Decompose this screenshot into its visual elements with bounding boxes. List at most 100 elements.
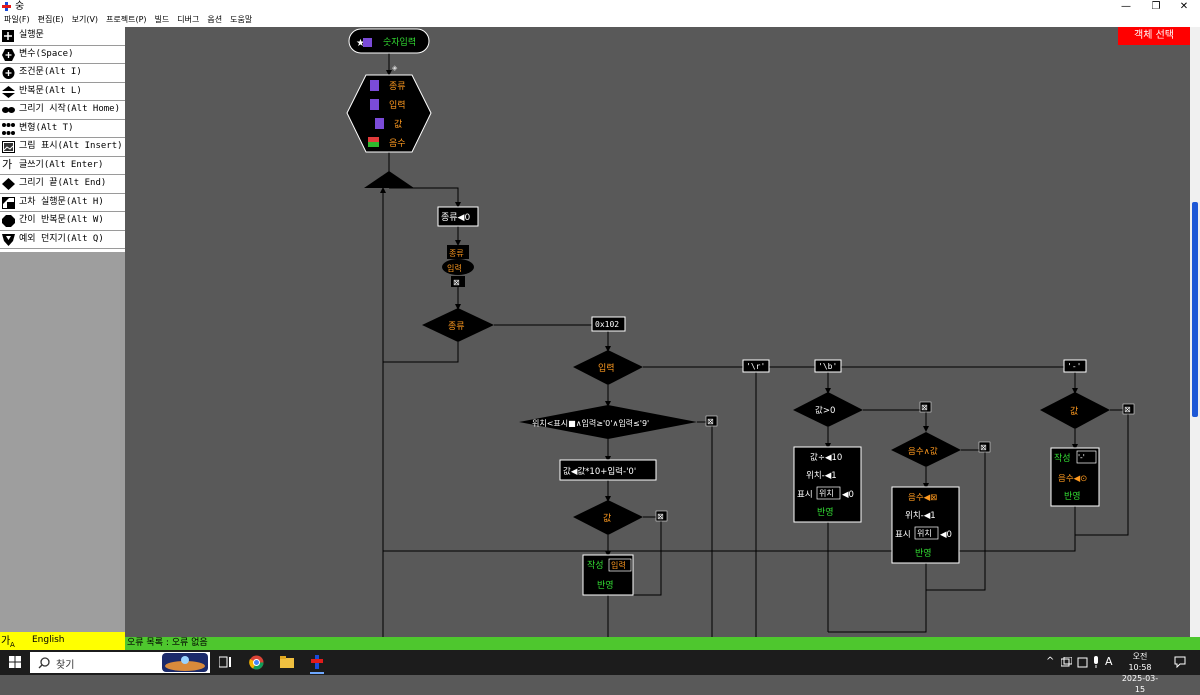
write-arg-box	[1076, 450, 1097, 464]
palette-empty-area	[0, 252, 125, 632]
write-block[interactable]	[582, 554, 634, 596]
tray-mic-icon[interactable]	[1092, 656, 1100, 668]
tray-overflow-icon[interactable]: ^	[1046, 656, 1055, 667]
assign-kind-block[interactable]	[437, 206, 479, 227]
menu-file[interactable]: 파일(F)	[4, 15, 30, 24]
scroll-thumb[interactable]	[1192, 202, 1198, 417]
var-value: 값	[394, 118, 402, 130]
tray-network-icon[interactable]	[1061, 657, 1072, 668]
condition-value-text: 값	[603, 512, 611, 524]
palette-draw-end[interactable]: 그리기 끝(Alt End)	[0, 175, 125, 194]
flowchart-canvas[interactable]: ★ 숫자입력 ◈ 종류 입력 값 음수 종류◀0 종류 입력 ⊠ 종류 0x10…	[125, 27, 1190, 637]
call-bottom[interactable]	[451, 276, 465, 287]
condition-digit[interactable]	[519, 405, 697, 439]
windows-start-icon[interactable]	[9, 656, 21, 668]
backspace-block[interactable]	[793, 446, 862, 523]
ime-indicator[interactable]: 가 A English	[0, 632, 125, 650]
condition-input[interactable]	[573, 350, 643, 385]
vertical-scrollbar[interactable]	[1190, 27, 1200, 637]
palette-higher-order[interactable]: 고차 실행문(Alt H)	[0, 194, 125, 212]
clock-time: 오전 10:58	[1128, 652, 1152, 672]
notification-icon[interactable]	[1174, 656, 1186, 668]
reflect-func: 반영	[1064, 491, 1081, 502]
app-taskbar-icon[interactable]	[311, 655, 323, 669]
arrowheads	[380, 70, 1078, 557]
write-arg-box	[608, 558, 632, 572]
palette-variable[interactable]: 변수(Space)	[0, 46, 125, 64]
palette-draw-start[interactable]: 그리기 시작(Alt Home)	[0, 101, 125, 120]
condition-kind[interactable]	[422, 308, 494, 342]
condition-value[interactable]	[573, 500, 643, 535]
false-mark	[1122, 403, 1135, 415]
palette-simple-loop[interactable]: 간이 반복문(Alt W)	[0, 212, 125, 231]
case-r[interactable]	[742, 359, 770, 373]
case-0x102[interactable]	[591, 316, 626, 332]
error-list-bar[interactable]: 오류 목록 : 오류 없음	[125, 637, 1200, 650]
assign-value-block[interactable]	[559, 459, 657, 481]
palette-loop[interactable]: 반복문(Alt L)	[0, 83, 125, 101]
var-input: 입력	[389, 99, 406, 111]
call-mid-text: 입력	[447, 263, 462, 273]
chrome-icon[interactable]	[249, 655, 264, 670]
condition-value-minus[interactable]	[1040, 392, 1110, 429]
display-index-box	[914, 526, 939, 540]
false-mark	[978, 441, 991, 453]
taskbar-search[interactable]: 찾기	[30, 652, 210, 673]
minimize-button[interactable]: —	[1121, 1, 1131, 12]
loop-marker[interactable]	[364, 171, 414, 188]
reflect-func: 반영	[915, 548, 932, 559]
stmt-neg-set: 음수◀⊙	[1058, 474, 1087, 484]
ime-language: English	[32, 635, 65, 645]
taskbar-clock[interactable]: 오전 10:58 2025-03-15	[1120, 651, 1160, 695]
condition-input-text: 입력	[598, 362, 615, 374]
condition-value-positive[interactable]	[793, 392, 863, 427]
case-b[interactable]	[814, 359, 842, 373]
int-type-icon	[370, 99, 379, 110]
menu-options[interactable]: 옵션	[207, 15, 223, 24]
simple-loop-icon	[2, 215, 15, 227]
menu-help[interactable]: 도움말	[230, 15, 253, 24]
call-bottom-text: ⊠	[453, 278, 460, 287]
stmt-display-index: 위치	[819, 489, 834, 498]
task-view-icon[interactable]	[219, 656, 231, 668]
minus-write-block[interactable]	[1050, 447, 1100, 507]
number-type-icon	[363, 38, 372, 47]
call-top[interactable]	[447, 245, 469, 259]
case-r-text: '\r'	[746, 362, 765, 371]
palette-transform[interactable]: 변형(Alt T)	[0, 120, 125, 138]
stmt-display: 표시	[797, 490, 813, 500]
window-title: 숭	[15, 1, 25, 12]
false-mark-text: ⊠	[707, 417, 714, 426]
menu-project[interactable]: 프로젝트(P)	[106, 15, 147, 24]
image-icon	[2, 141, 15, 153]
palette-statement[interactable]: 실행문	[0, 27, 125, 46]
small-diamond-marker: ◈	[392, 64, 398, 72]
menu-debug[interactable]: 디버그	[177, 15, 200, 24]
palette-label: 그리기 끝(Alt End)	[19, 178, 107, 188]
palette-throw[interactable]: 예외 던지기(Alt Q)	[0, 231, 125, 249]
false-mark	[655, 510, 668, 522]
variable-declaration[interactable]	[346, 74, 432, 153]
false-mark-text: ⊠	[921, 403, 928, 412]
case-minus[interactable]	[1063, 359, 1087, 373]
palette-condition[interactable]: 조건문(Alt I)	[0, 64, 125, 83]
star-icon: ★	[356, 38, 365, 49]
menu-build[interactable]: 빌드	[154, 15, 170, 24]
int-type-icon	[375, 118, 384, 129]
block-palette: 실행문 변수(Space) 조건문(Alt I) 반복문(Alt L) 그리기 …	[0, 27, 125, 252]
stmt-pos-dec: 위치-◀1	[905, 511, 936, 521]
condition-negative[interactable]	[891, 432, 961, 467]
false-mark-text: ⊠	[980, 443, 987, 452]
menu-edit[interactable]: 편집(E)	[37, 15, 64, 24]
tray-ime-icon[interactable]: A	[1105, 655, 1113, 668]
restore-button[interactable]: ❐	[1151, 1, 1161, 12]
call-mid[interactable]	[442, 259, 474, 275]
negative-clear-block[interactable]	[891, 486, 960, 564]
file-explorer-icon[interactable]	[280, 656, 294, 668]
close-button[interactable]: ✕	[1179, 1, 1189, 12]
tray-wifi-icon[interactable]	[1077, 657, 1088, 668]
object-select-button[interactable]: 객체 선택	[1118, 27, 1190, 45]
menu-view[interactable]: 보기(V)	[71, 15, 99, 24]
palette-image[interactable]: 그림 표시(Alt Insert)	[0, 138, 125, 157]
